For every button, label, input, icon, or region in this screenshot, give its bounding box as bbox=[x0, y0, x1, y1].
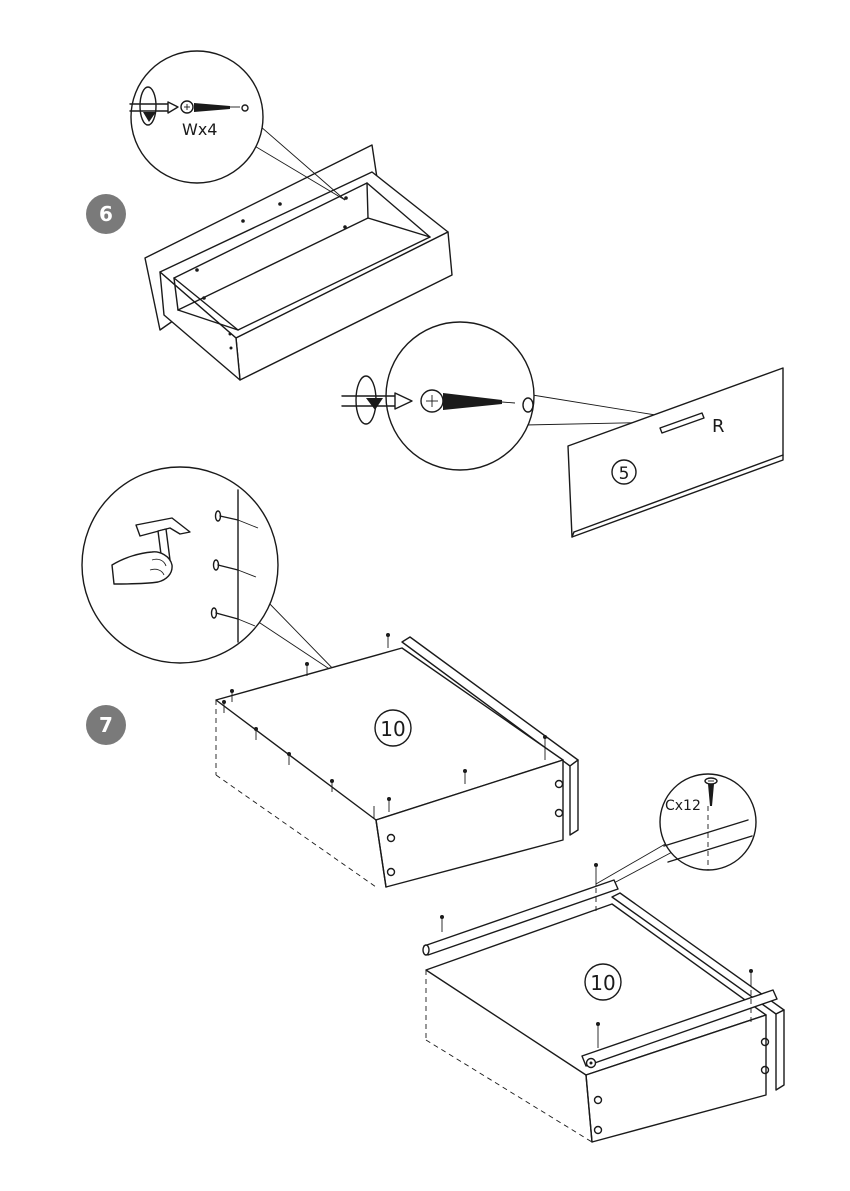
drawer-box-10-lower: 10 bbox=[422, 863, 785, 1143]
step-badge-circle bbox=[86, 194, 126, 234]
drawer-box-10-upper: 10 bbox=[215, 633, 579, 888]
callout-w-screws: Wx4 bbox=[129, 50, 346, 201]
callout-c-screws: Cx12 bbox=[595, 773, 757, 885]
step-number: 7 bbox=[99, 713, 113, 737]
panel-10-label: 10 bbox=[380, 717, 405, 741]
nail-marks bbox=[222, 633, 547, 818]
screw-marks bbox=[440, 863, 753, 1048]
panel-5: R 5 bbox=[567, 367, 784, 538]
nail-icon bbox=[210, 607, 256, 627]
side-r-label: R bbox=[712, 416, 725, 437]
step-7-badge: 7 bbox=[86, 705, 126, 745]
screw-icon bbox=[704, 777, 718, 806]
nail-icon bbox=[214, 510, 259, 529]
callout-large-screw bbox=[341, 321, 669, 471]
nail-icon bbox=[212, 559, 257, 578]
step-number: 6 bbox=[99, 202, 113, 226]
step-6-drawer-frame bbox=[144, 144, 453, 381]
callout-hammer-nails bbox=[81, 466, 341, 677]
hammer-icon bbox=[135, 517, 191, 563]
panel-10-label: 10 bbox=[590, 971, 615, 995]
step-6-badge: 6 bbox=[86, 194, 126, 234]
screws-w-label: Wx4 bbox=[182, 120, 217, 139]
screws-c-label: Cx12 bbox=[665, 798, 701, 814]
step-badge-circle bbox=[86, 705, 126, 745]
panel-5-label: 5 bbox=[619, 464, 630, 484]
hand-icon bbox=[111, 551, 173, 585]
